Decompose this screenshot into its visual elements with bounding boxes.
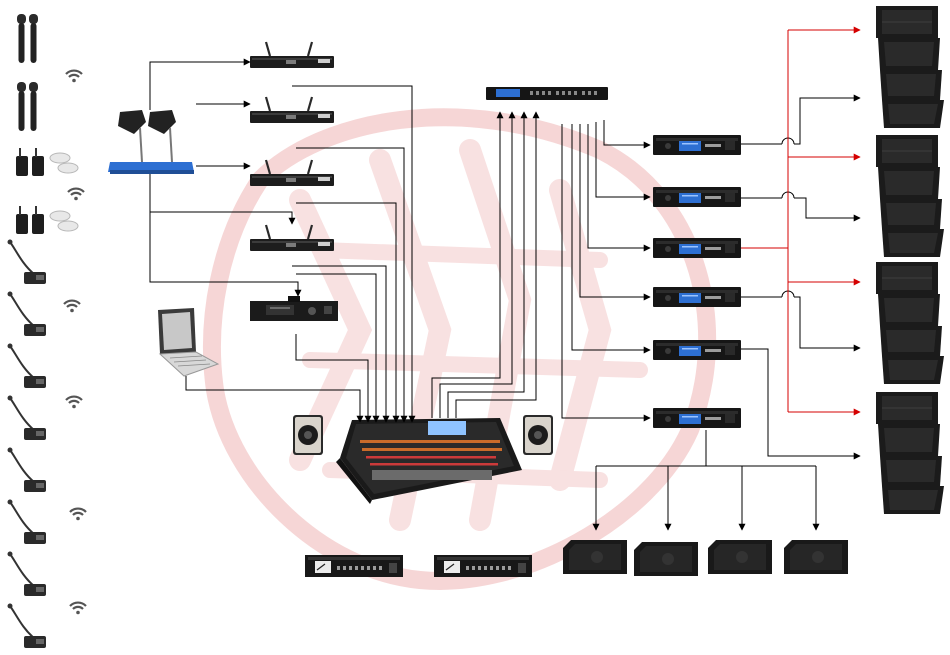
gooseneck-conference-mic-icon <box>6 238 47 649</box>
digital-mixer-icon <box>336 418 522 504</box>
line-array-speaker-icon <box>875 5 945 515</box>
floor-monitor-icon <box>563 540 848 576</box>
signal-lines <box>149 58 861 531</box>
antenna-distributor-icon <box>108 110 194 174</box>
conference-controller-icon <box>250 296 338 321</box>
audio-processor-icon <box>486 87 608 100</box>
handheld-microphone-icon <box>17 14 38 131</box>
laptop-icon <box>158 308 220 377</box>
seal-watermark-icon <box>203 108 717 590</box>
wifi-icon <box>62 69 88 616</box>
highlight-lines <box>741 26 861 416</box>
